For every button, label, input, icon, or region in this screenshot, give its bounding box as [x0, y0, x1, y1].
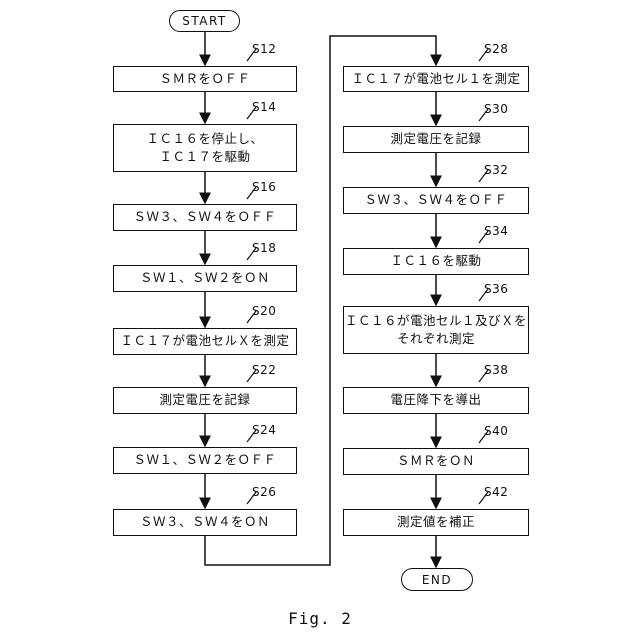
step-label-s34: S34	[484, 224, 509, 238]
step-text: ＳＭＲをＯＮ	[396, 453, 475, 469]
step-box-s42: 測定値を補正	[343, 509, 529, 536]
step-label-s42: S42	[484, 485, 509, 499]
step-label-s28: S28	[484, 42, 509, 56]
step-box-s38: 電圧降下を導出	[343, 387, 529, 414]
step-text: ＳＷ１、ＳＷ２をＯＦＦ	[133, 452, 277, 468]
step-box-s40: ＳＭＲをＯＮ	[343, 448, 529, 475]
step-label-s18: S18	[252, 241, 277, 255]
step-label-s14: S14	[252, 100, 277, 114]
step-tick-s14	[246, 106, 257, 120]
step-text: ＳＷ１、ＳＷ２をＯＮ	[139, 270, 270, 286]
step-label-s32: S32	[484, 163, 509, 177]
step-box-s34: ＩＣ１６を駆動	[343, 248, 529, 275]
step-tick-s20	[246, 310, 257, 324]
step-label-s24: S24	[252, 423, 277, 437]
step-box-s26: ＳＷ３、ＳＷ４をＯＮ	[113, 509, 297, 536]
step-text: ＩＣ１７が電池セル１を測定	[351, 70, 521, 86]
step-tick-s28	[478, 48, 489, 62]
step-tick-s30	[478, 108, 489, 122]
step-text: ＩＣ１６を駆動	[390, 253, 482, 269]
step-box-s18: ＳＷ１、ＳＷ２をＯＮ	[113, 265, 297, 292]
step-tick-s32	[478, 169, 489, 183]
step-tick-s42	[478, 491, 489, 505]
step-box-s30: 測定電圧を記録	[343, 126, 529, 153]
start-label: START	[182, 14, 227, 28]
connector-s26-s28	[204, 35, 442, 566]
step-text: ＩＣ１７が電池セルＸを測定	[120, 333, 290, 349]
end-label: END	[421, 572, 453, 587]
step-text: ＳＷ３、ＳＷ４をＯＦＦ	[364, 192, 508, 208]
step-label-s20: S20	[252, 304, 277, 318]
step-box-s22: 測定電圧を記録	[113, 387, 297, 414]
start-terminal: START	[169, 10, 240, 32]
step-label-s22: S22	[252, 363, 277, 377]
step-tick-s38	[478, 369, 489, 383]
step-text: ＳＷ３、ＳＷ４をＯＦＦ	[133, 209, 277, 225]
step-label-s16: S16	[252, 180, 277, 194]
step-box-s36: ＩＣ１６が電池セル１及びＸを それぞれ測定	[343, 306, 529, 354]
step-box-s12: ＳＭＲをＯＦＦ	[113, 66, 297, 92]
step-text: 電圧降下を導出	[390, 392, 482, 408]
step-tick-s26	[246, 491, 257, 505]
step-label-s40: S40	[484, 424, 509, 438]
step-box-s24: ＳＷ１、ＳＷ２をＯＦＦ	[113, 447, 297, 474]
step-label-s30: S30	[484, 102, 509, 116]
step-label-s38: S38	[484, 363, 509, 377]
step-tick-s24	[246, 429, 257, 443]
step-label-s36: S36	[484, 282, 509, 296]
step-box-s28: ＩＣ１７が電池セル１を測定	[343, 66, 529, 92]
step-tick-s22	[246, 369, 257, 383]
step-label-s12: S12	[252, 42, 277, 56]
step-tick-s40	[478, 430, 489, 444]
step-box-s20: ＩＣ１７が電池セルＸを測定	[113, 328, 297, 355]
step-box-s32: ＳＷ３、ＳＷ４をＯＦＦ	[343, 187, 529, 214]
step-text: ＩＣ１６が電池セル１及びＸを それぞれ測定	[344, 312, 527, 346]
step-tick-s34	[478, 230, 489, 244]
step-tick-s16	[246, 186, 257, 200]
step-box-s16: ＳＷ３、ＳＷ４をＯＦＦ	[113, 204, 297, 231]
step-box-s14: ＩＣ１６を停止し、 ＩＣ１７を駆動	[113, 124, 297, 172]
step-tick-s12	[246, 48, 257, 62]
step-text: 測定電圧を記録	[390, 131, 482, 147]
step-text: ＳＭＲをＯＦＦ	[159, 70, 251, 86]
step-text: 測定値を補正	[396, 514, 475, 530]
step-label-s26: S26	[252, 485, 277, 499]
step-tick-s18	[246, 247, 257, 261]
figure-caption: Fig. 2	[288, 609, 352, 628]
end-terminal: END	[401, 568, 473, 591]
step-tick-s36	[478, 288, 489, 302]
step-text: ＩＣ１６を停止し、 ＩＣ１７を駆動	[146, 130, 264, 164]
step-text: 測定電圧を記録	[159, 392, 251, 408]
step-text: ＳＷ３、ＳＷ４をＯＮ	[139, 514, 270, 530]
